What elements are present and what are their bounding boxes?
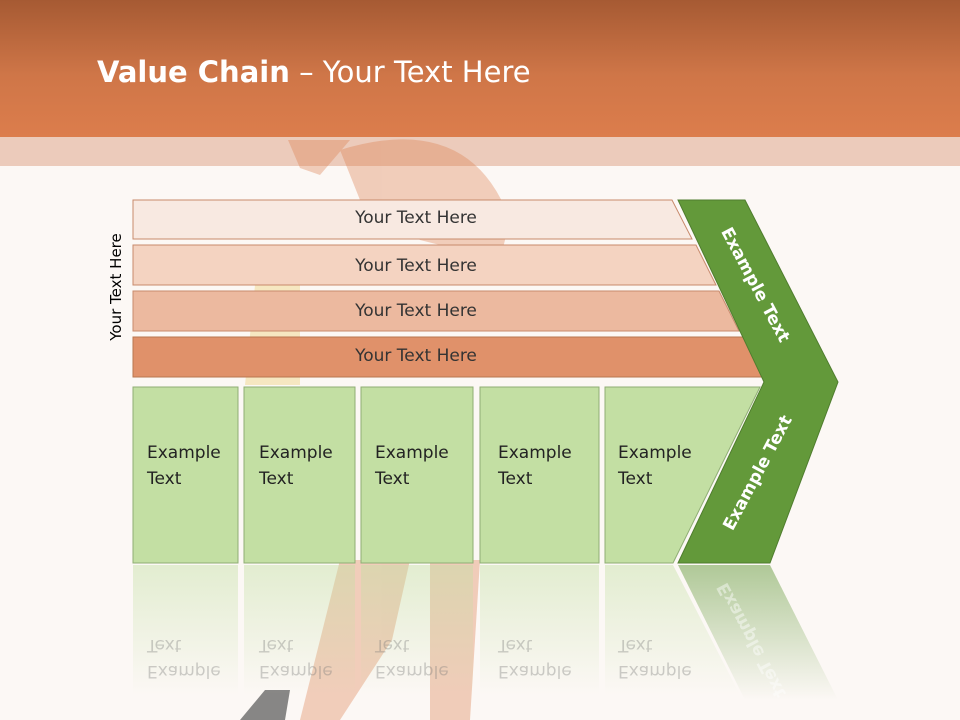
- support-bar-2: [132, 244, 717, 286]
- primary-box-3-reflection: [361, 565, 473, 695]
- support-bar-4-label: Your Text Here: [355, 346, 477, 366]
- page-title: Value Chain – Your Text Here: [97, 55, 531, 89]
- primary-box-4-reflection: [480, 565, 599, 695]
- primary-box-1-reflection: [133, 565, 238, 695]
- support-bar-3-label: Your Text Here: [355, 301, 477, 321]
- header-band: [0, 137, 960, 166]
- primary-box-5: [604, 386, 761, 564]
- primary-box-1: [132, 386, 239, 564]
- primary-box-2-reflection: [244, 565, 355, 695]
- primary-box-2: [243, 386, 356, 564]
- support-bar-3: [132, 290, 740, 332]
- support-bar-2-label: Your Text Here: [355, 256, 477, 276]
- primary-box-4: [479, 386, 600, 564]
- support-bar-1: [132, 199, 693, 240]
- margin-chevron: [677, 199, 839, 564]
- primary-box-5-reflection: [605, 565, 740, 695]
- primary-box-3: [360, 386, 474, 564]
- chevron-reflection: [678, 565, 838, 700]
- header-bar: [0, 0, 960, 137]
- support-bar-1-label: Your Text Here: [355, 208, 477, 228]
